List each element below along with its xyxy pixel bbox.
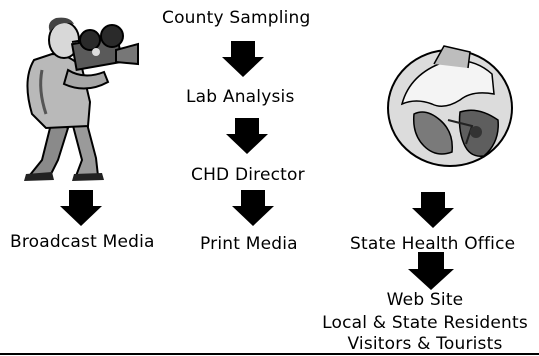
node-visitors: Visitors & Tourists: [347, 334, 503, 354]
arrow-down-icon: [222, 41, 264, 77]
arrow-down-icon: [232, 190, 274, 226]
bottom-rule: [0, 353, 539, 355]
node-residents: Local & State Residents: [322, 313, 528, 333]
node-lab-analysis: Lab Analysis: [186, 87, 295, 107]
node-broadcast-media: Broadcast Media: [10, 232, 155, 252]
camera-operator-icon: [24, 17, 139, 181]
node-print-media: Print Media: [200, 234, 298, 254]
arrow-down-icon: [412, 192, 454, 228]
node-chd-director: CHD Director: [191, 165, 305, 185]
arrow-down-icon: [408, 252, 454, 290]
node-county-sampling: County Sampling: [162, 8, 311, 28]
arrow-down-icon: [226, 118, 268, 154]
globe-icon: [387, 45, 513, 167]
node-state-health-office: State Health Office: [350, 234, 516, 254]
arrow-down-icon: [60, 190, 102, 226]
node-web-site: Web Site: [386, 290, 464, 310]
